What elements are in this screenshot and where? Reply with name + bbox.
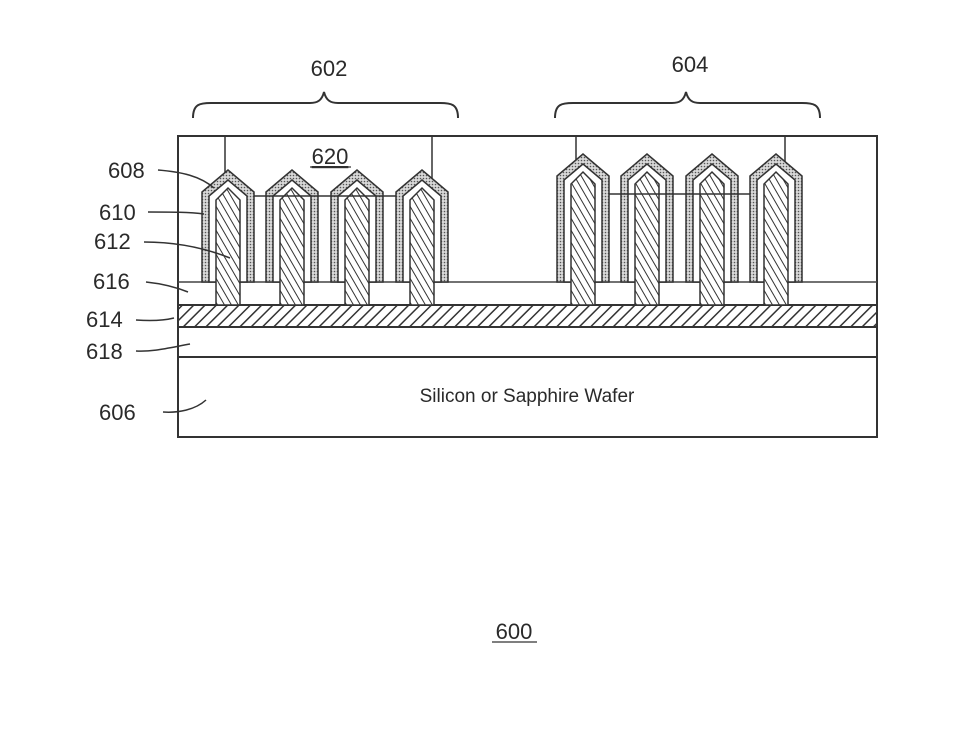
callout-606: 606 (99, 400, 136, 425)
wafer-label: Silicon or Sapphire Wafer (420, 386, 635, 407)
callout-610: 610 (99, 200, 136, 225)
pillar (750, 154, 802, 305)
layer-614 (178, 305, 877, 327)
callout-608: 608 (108, 158, 145, 183)
brace-604 (555, 92, 820, 118)
pillar (557, 154, 609, 305)
callout-616: 616 (93, 269, 130, 294)
group-label-604: 604 (672, 52, 709, 77)
callout-620: 620 (312, 144, 349, 169)
group-label-602: 602 (311, 56, 348, 81)
callout-618: 618 (86, 339, 123, 364)
figure-number: 600 (496, 619, 533, 644)
callout-612: 612 (94, 229, 131, 254)
leader-614 (136, 318, 174, 321)
pillar (621, 154, 673, 305)
pillar (686, 154, 738, 305)
callout-614: 614 (86, 307, 123, 332)
brace-602 (193, 92, 458, 118)
